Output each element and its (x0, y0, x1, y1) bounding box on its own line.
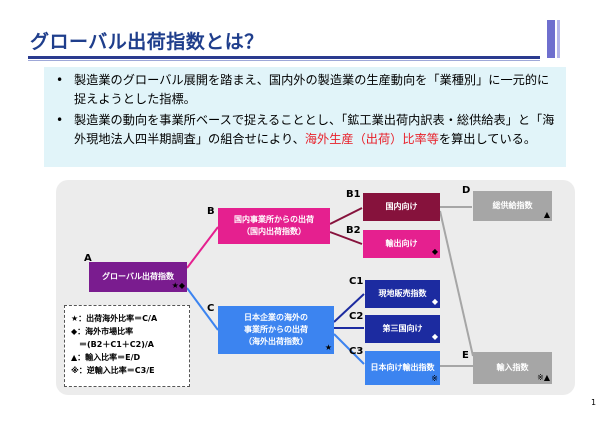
legend-item: ◆：海外市場比率 (71, 327, 134, 336)
node-a-label: グローバル出荷指数 (102, 272, 174, 281)
node-b2-letter: B2 (346, 225, 361, 236)
node-b2-mark: ◆ (431, 247, 438, 256)
node-c2-label: 第三国向け (382, 324, 423, 333)
title-underline (28, 56, 540, 59)
node-b2-label: 輸出向け (385, 239, 418, 248)
legend-item: ＝(B2＋C1＋C2)/A (71, 340, 154, 349)
node-b1-label: 国内向け (385, 202, 418, 211)
bullet-text: 製造業のグローバル展開を踏まえ、国内外の製造業の生産動向を「業種別」に一元的に捉… (74, 73, 550, 106)
legend-item: ▲：輸入比率＝E/D (71, 353, 141, 362)
node-c-label-2: 事業所からの出荷 (244, 325, 308, 334)
node-c3-mark: ※ (431, 374, 438, 383)
node-c2-mark: ◆ (431, 332, 438, 341)
connector-b-b1 (329, 207, 363, 225)
highlight-text: 海外生産（出荷）比率等 (304, 132, 439, 146)
bullet-marker: • (56, 113, 64, 127)
node-b-label: 国内事業所からの出荷 (234, 215, 314, 224)
bullet-text: 製造業の動向を事業所ベースで捉えることとし、「鉱工業出荷内訳表・総供給表」と「海… (74, 111, 560, 149)
bullet-text-part: 製造業の動向を事業所ベースで捉えることとし、「鉱工業出荷内訳表・総供給表」と「海… (74, 113, 555, 146)
node-d-mark: ▲ (543, 210, 550, 219)
node-b1-letter: B1 (346, 189, 361, 200)
node-a-mark: ★◆ (171, 281, 185, 290)
node-c-label: 日本企業の海外の (244, 313, 308, 322)
legend-item: ※：逆輸入比率＝C3/E (71, 366, 155, 375)
page-number: 1 (591, 398, 597, 407)
node-c-mark: ★ (324, 343, 332, 352)
node-third-country: 第三国向け ◆ (365, 315, 440, 343)
bullet-text-part: を算出している。 (438, 132, 537, 146)
node-c1-letter: C1 (349, 276, 364, 287)
legend-item: ★：出荷海外比率＝C/A (71, 314, 158, 323)
node-d-label: 総供給指数 (492, 201, 533, 210)
page-title: グローバル出荷指数とは？ (30, 31, 264, 53)
node-domestic-shipment: 国内事業所からの出荷 （国内出荷指数） (218, 208, 330, 244)
title-underline-thin (28, 60, 540, 61)
connector-a-b (186, 226, 219, 269)
node-c3-label: 日本向け輸出指数 (370, 363, 435, 372)
node-c1-mark: ◆ (431, 297, 438, 306)
node-c2-letter: C2 (349, 311, 364, 322)
node-b-letter: B (207, 206, 215, 217)
node-e-mark: ※▲ (537, 373, 550, 382)
node-b-sublabel: （国内出荷指数） (242, 227, 306, 236)
node-e-letter: E (462, 350, 469, 361)
summary-box: • 製造業のグローバル展開を踏まえ、国内外の製造業の生産動向を「業種別」に一元的… (44, 67, 566, 167)
connector-c-c3 (333, 333, 365, 365)
node-overseas-shipment: 日本企業の海外の 事業所からの出荷 （海外出荷指数） ★ (218, 306, 334, 354)
corner-decoration-light (557, 20, 560, 58)
ratio-legend: ★：出荷海外比率＝C/A ◆：海外市場比率 ＝(B2＋C1＋C2)/A ▲：輸入… (64, 305, 190, 387)
node-c-sublabel: （海外出荷指数） (244, 337, 308, 346)
node-c1-label: 現地販売指数 (378, 289, 427, 298)
bullet-item: • 製造業の動向を事業所ベースで捉えることとし、「鉱工業出荷内訳表・総供給表」と… (56, 111, 560, 149)
node-import-index: 輸入指数 ※▲ (473, 352, 552, 384)
connector-c-c1 (333, 293, 365, 323)
connector-b-b2 (329, 231, 363, 245)
node-total-supply-index: 総供給指数 ▲ (473, 191, 552, 221)
bullet-marker: • (56, 73, 64, 87)
node-c-letter: C (207, 303, 215, 314)
node-e-label: 輸入指数 (496, 363, 529, 372)
connector-a-c (186, 287, 219, 331)
node-japan-export-index: 日本向け輸出指数 ※ (365, 351, 440, 385)
bullet-item: • 製造業のグローバル展開を踏まえ、国内外の製造業の生産動向を「業種別」に一元的… (56, 71, 560, 109)
node-global-shipment-index: グローバル出荷指数 ★◆ (89, 262, 187, 292)
connector-b1-e (439, 210, 474, 357)
node-d-letter: D (462, 185, 471, 196)
node-a-letter: A (84, 253, 92, 264)
node-domestic-destination: 国内向け (363, 193, 440, 221)
node-c3-letter: C3 (349, 346, 364, 357)
node-local-sales-index: 現地販売指数 ◆ (365, 280, 440, 308)
node-export-destination: 輸出向け ◆ (363, 230, 440, 258)
corner-decoration (547, 20, 555, 58)
